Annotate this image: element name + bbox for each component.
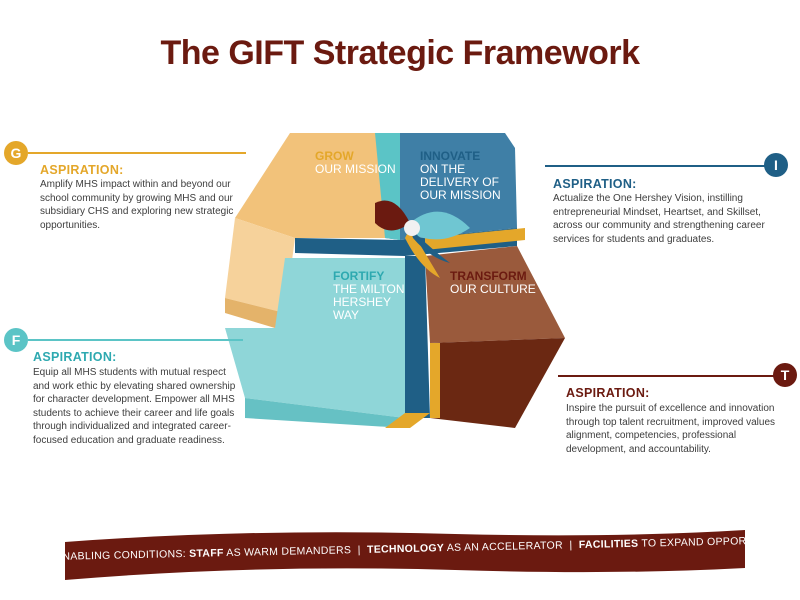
gift-box-icon bbox=[225, 133, 565, 428]
t-rule bbox=[558, 375, 778, 377]
innovate-rest: ON THE DELIVERY OF OUR MISSION bbox=[420, 162, 501, 202]
gift-box-graphic: GROW OUR MISSION INNOVATE ON THE DELIVER… bbox=[225, 128, 565, 428]
grow-side bbox=[225, 218, 295, 313]
fortify-face bbox=[225, 258, 410, 418]
innovate-label: INNOVATE ON THE DELIVERY OF OUR MISSION bbox=[420, 150, 520, 202]
fortify-rest: THE MILTON HERSHEY WAY bbox=[333, 282, 405, 322]
grow-face bbox=[235, 133, 390, 238]
g-aspiration-text: Amplify MHS impact within and beyond our… bbox=[40, 179, 234, 231]
banner-facilities-key: FACILITIES bbox=[578, 537, 639, 552]
innovate-key: INNOVATE bbox=[420, 149, 481, 163]
ribbon-icon bbox=[65, 530, 745, 580]
fortify-key: FORTIFY bbox=[333, 269, 385, 283]
i-aspiration-heading: ASPIRATION: bbox=[553, 177, 637, 191]
innovate-face bbox=[385, 133, 517, 240]
t-badge: T bbox=[773, 363, 797, 387]
t-aspiration-text: Inspire the pursuit of excellence and in… bbox=[566, 403, 775, 455]
f-rule bbox=[28, 339, 243, 341]
transform-rest: OUR CULTURE bbox=[450, 282, 536, 296]
f-badge: F bbox=[4, 328, 28, 352]
banner-tech-key: TECHNOLOGY bbox=[366, 542, 445, 556]
f-aspiration-text: Equip all MHS students with mutual respe… bbox=[33, 367, 236, 446]
transform-label: TRANSFORM OUR CULTURE bbox=[450, 270, 550, 296]
transform-key: TRANSFORM bbox=[450, 269, 527, 283]
i-badge: I bbox=[764, 153, 788, 177]
banner-staff-key: STAFF bbox=[188, 547, 224, 560]
enabling-conditions-banner: ENABLING CONDITIONS: STAFF AS WARM DEMAN… bbox=[55, 520, 797, 590]
bow-icon bbox=[375, 200, 410, 231]
banner-facilities-rest: TO EXPAND OPPORTUNITIES bbox=[641, 534, 797, 550]
i-aspiration-text: Actualize the One Hershey Vision, instil… bbox=[553, 193, 765, 245]
f-aspiration-heading: ASPIRATION: bbox=[33, 350, 117, 364]
grow-label: GROW OUR MISSION bbox=[315, 150, 405, 176]
g-rule bbox=[28, 152, 246, 154]
i-rule bbox=[545, 165, 767, 167]
grow-key: GROW bbox=[315, 149, 354, 163]
t-aspiration-heading: ASPIRATION: bbox=[566, 386, 650, 400]
page-title: The GIFT Strategic Framework bbox=[160, 34, 640, 72]
grow-rest: OUR MISSION bbox=[315, 162, 396, 176]
banner-sep-2: | bbox=[569, 539, 573, 552]
fortify-label: FORTIFY THE MILTON HERSHEY WAY bbox=[333, 270, 413, 322]
g-aspiration-heading: ASPIRATION: bbox=[40, 163, 124, 177]
banner-sep-1: | bbox=[357, 544, 361, 557]
g-badge: G bbox=[4, 141, 28, 165]
transform-face bbox=[425, 246, 565, 343]
